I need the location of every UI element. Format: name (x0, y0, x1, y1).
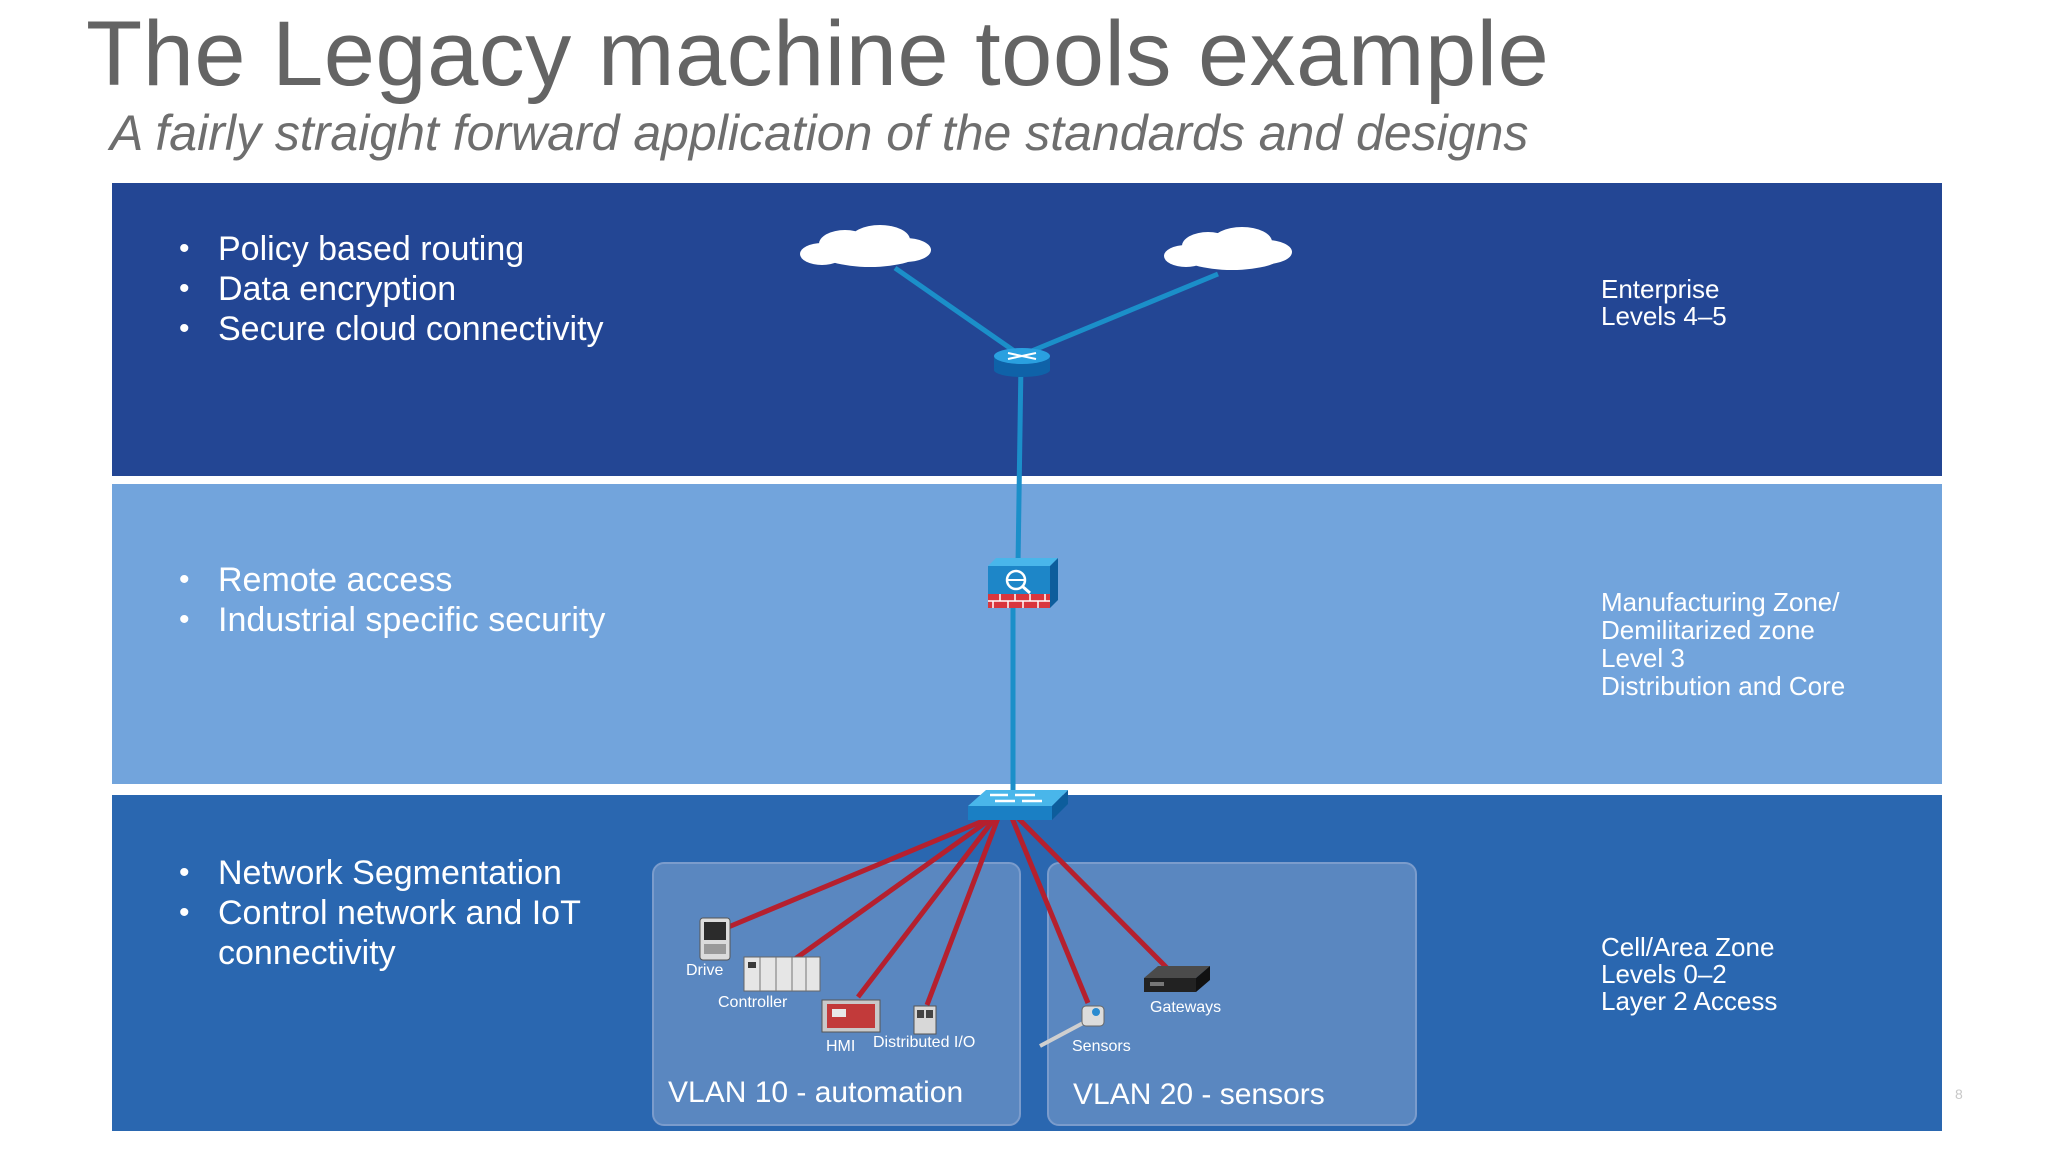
uplink-line (1015, 361, 1024, 566)
access-line (1009, 817, 1091, 1004)
bullet-item: Data encryption (176, 269, 638, 309)
bullet-item: Policy based routing (176, 229, 638, 269)
bullet-item: Control network and IoT connectivity (176, 893, 638, 973)
hmi-label: HMI (826, 1038, 856, 1055)
uplink-lines (893, 265, 1219, 790)
access-line (725, 815, 991, 931)
gateways-label: Gateways (1150, 999, 1222, 1016)
cloud-icon (1164, 227, 1292, 270)
access-line (1016, 816, 1170, 971)
slide-subtitle: A fairly straight forward application of… (110, 105, 1529, 161)
distributed-io-label: Distributed I/O (873, 1034, 976, 1051)
sensor-icon (1039, 1005, 1105, 1048)
enterprise-zone-label: Enterprise Levels 4–5 (1601, 274, 1727, 331)
access-line (786, 815, 994, 967)
access-line (924, 817, 1001, 1006)
manufacturing-bullet-list: Remote access Industrial specific securi… (176, 560, 638, 640)
drive-label: Drive (686, 962, 724, 979)
drive-icon (699, 917, 731, 961)
vlan-20-title: VLAN 20 - sensors (1073, 1078, 1325, 1111)
uplink-line (1021, 271, 1219, 358)
distributed-io-icon (913, 1005, 937, 1035)
page-number: 8 (1955, 1086, 1963, 1102)
uplink-line (893, 265, 1022, 358)
router-icon (994, 348, 1050, 377)
vlan-10-box: VLAN 10 - automation (652, 862, 1021, 1126)
manufacturing-zone-label: Manufacturing Zone/ Demilitarized zone L… (1601, 587, 1846, 701)
slide-title: The Legacy machine tools example (86, 3, 1550, 105)
sensors-label: Sensors (1072, 1038, 1131, 1055)
hmi-icon (821, 999, 881, 1033)
switch-icon (968, 790, 1068, 820)
access-lines (725, 815, 1170, 1006)
controller-label: Controller (718, 994, 788, 1011)
bullet-item: Remote access (176, 560, 638, 600)
firewall-icon (988, 558, 1058, 608)
enterprise-bullet-list: Policy based routing Data encryption Sec… (176, 229, 638, 349)
controller-icon (743, 956, 821, 992)
vlan-10-title: VLAN 10 - automation (668, 1076, 964, 1109)
cell-bullet-list: Network Segmentation Control network and… (176, 853, 638, 973)
bullet-item: Secure cloud connectivity (176, 309, 638, 349)
gateway-icon (1144, 966, 1210, 992)
access-line (856, 816, 997, 999)
bullet-item: Industrial specific security (176, 600, 638, 640)
bullet-item: Network Segmentation (176, 853, 638, 893)
cloud-icon (800, 225, 931, 267)
cell-zone-label: Cell/Area Zone Levels 0–2 Layer 2 Access (1601, 932, 1778, 1016)
